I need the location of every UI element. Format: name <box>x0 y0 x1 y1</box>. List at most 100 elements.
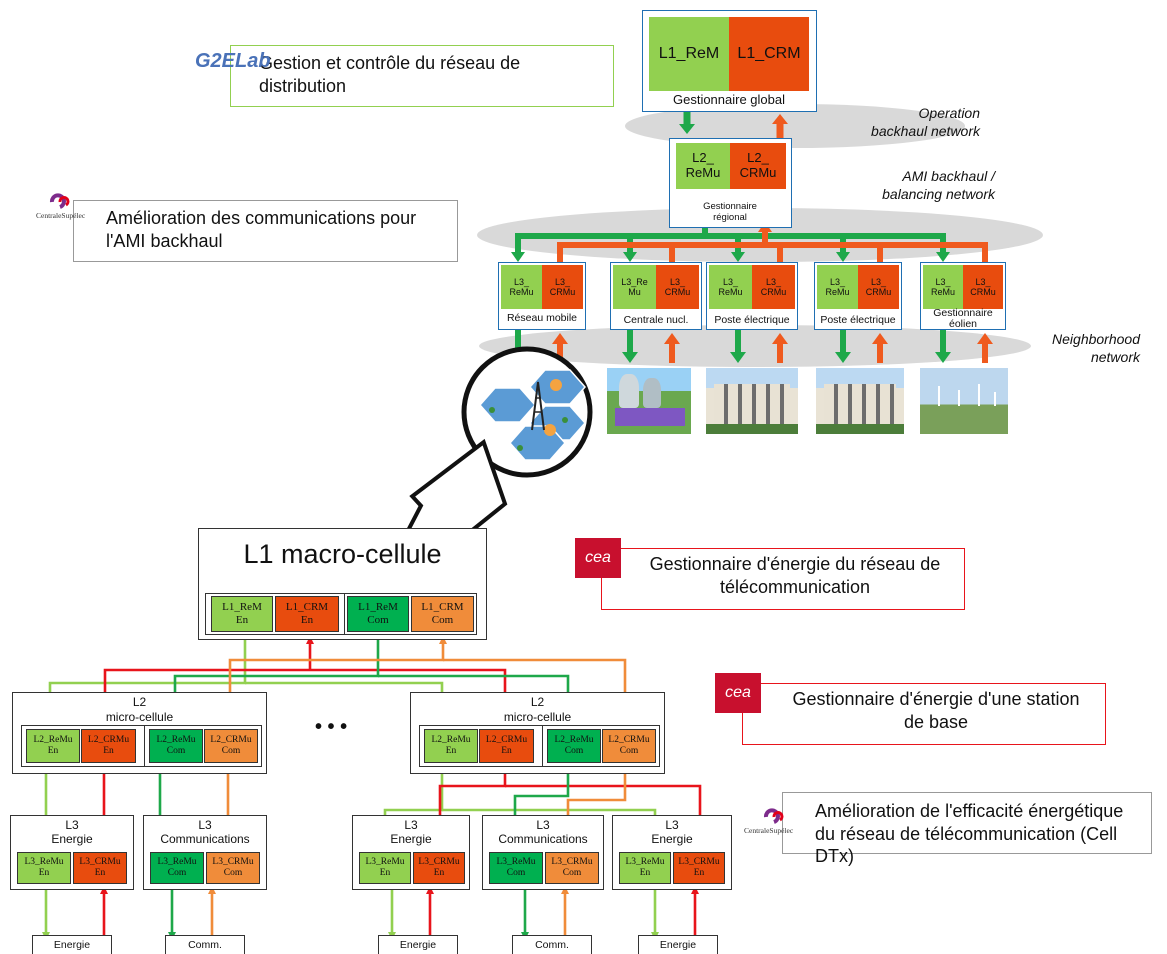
l2-cell-remu-com: L2_ReMu Com <box>149 729 203 763</box>
l3-box-poste-2: L3_ ReMu L3_ CRMu Poste électrique <box>814 262 902 330</box>
note-centrale-ami: Amélioration des communications pour l'A… <box>73 200 458 262</box>
l1-com-group <box>344 593 477 635</box>
global-manager-label: Gestionnaire global <box>672 92 786 107</box>
l3-title: L3 Energie <box>51 818 93 847</box>
regional-cell-crmu: L2_ CRMu <box>730 143 786 189</box>
wind-farm-image <box>920 368 1008 434</box>
leaf-energie-1: Energie <box>32 935 112 954</box>
note-cea-telecom: Gestionnaire d'énergie du réseau de télé… <box>601 548 965 610</box>
regional-cell-remu: L2_ ReMu <box>676 143 730 189</box>
nuclear-plant-image <box>607 368 691 434</box>
l3-label: Centrale nucl. <box>623 314 689 326</box>
l2-com-group <box>542 725 660 767</box>
l3-box-poste-1: L3_ ReMu L3_ CRMu Poste électrique <box>706 262 798 330</box>
l3-box-eolien: L3_ ReMu L3_ CRMu Gestionnaire éolien <box>920 262 1006 330</box>
l2-com-group <box>144 725 262 767</box>
l3-title: L3 Communications <box>160 818 250 847</box>
l3-cell-crmu-en: L3_CRMu En <box>413 852 465 884</box>
l1-cell-rem-en: L1_ReM En <box>211 596 273 632</box>
l3-label: Réseau mobile <box>506 312 578 324</box>
note-centrale-dtx <box>782 792 1152 854</box>
l3-cell-remu: L3_ ReMu <box>501 265 542 309</box>
l3-cell-crmu-en: L3_CRMu En <box>673 852 725 884</box>
l2-cell-remu-en: L2_ReMu En <box>26 729 80 763</box>
ellipsis: • • • <box>315 716 348 738</box>
l3-title: L3 Energie <box>651 818 693 847</box>
l3-cell-remu: L3_ ReMu <box>923 265 963 309</box>
regional-manager-box: L2_ ReMu L2_ CRMu Gestionnaire régional <box>669 138 792 228</box>
l3-cell-crmu: L3_ CRMu <box>963 265 1003 309</box>
l3-energie-box-2: L3 Energie L3_ReMu En L3_CRMu En <box>352 815 470 890</box>
centralesupelec-mark-icon <box>764 808 784 824</box>
operation-network-ellipse <box>625 104 965 148</box>
l3-cell-remu-en: L3_ReMu En <box>619 852 671 884</box>
l3-label: Poste électrique <box>714 314 790 326</box>
l3-box-centrale: L3_Re Mu L3_ CRMu Centrale nucl. <box>610 262 702 330</box>
l3-cell-remu-en: L3_ReMu En <box>359 852 411 884</box>
l2-title: L2 micro-cellule <box>105 695 174 724</box>
l2-cell-remu-com: L2_ReMu Com <box>547 729 601 763</box>
l3-cell-crmu-com: L3_CRMu Com <box>545 852 599 884</box>
l3-box-reseau-mobile: L3_ ReMu L3_ CRMu Réseau mobile <box>498 262 586 330</box>
global-regional-arrows <box>679 112 788 138</box>
l3-cell-crmu: L3_ CRMu <box>542 265 583 309</box>
centralesupelec-mark-icon <box>50 193 70 209</box>
substation-image-2 <box>816 368 904 434</box>
leaf-comm-2: Comm. <box>512 935 592 954</box>
l1-macro-cellule-box: L1 macro-cellule L1_ReM En L1_CRM En L1_… <box>198 528 487 640</box>
l2-micro-cellule-right: L2 micro-cellule L2_ReMu En L2_CRMu En L… <box>410 692 665 774</box>
l3-comm-box-2: L3 Communications L3_ReMu Com L3_CRMu Co… <box>482 815 604 890</box>
l3-cell-crmu: L3_ CRMu <box>858 265 899 309</box>
note-cea-station: Gestionnaire d'énergie d'une station de … <box>742 683 1106 745</box>
note-text: Gestionnaire d'énergie d'une station de … <box>792 689 1080 732</box>
l2-cell-crmu-com: L2_CRMu Com <box>204 729 258 763</box>
l3-cell-remu-com: L3_ReMu Com <box>489 852 543 884</box>
global-manager-box: L1_ReM L1_CRM Gestionnaire global <box>642 10 817 112</box>
leaf-energie-2: Energie <box>378 935 458 954</box>
l2-title: L2 micro-cellule <box>503 695 572 724</box>
l3-cell-crmu-en: L3_CRMu En <box>73 852 127 884</box>
l3-cell-remu: L3_ ReMu <box>709 265 752 309</box>
centralesupelec-logo: CentraleSupélec <box>36 193 106 225</box>
l3-energie-box-3: L3 Energie L3_ReMu En L3_CRMu En <box>612 815 732 890</box>
l3-comm-box-1: L3 Communications L3_ReMu Com L3_CRMu Co… <box>143 815 267 890</box>
l1-cell-rem-com: L1_ReM Com <box>347 596 409 632</box>
l1-cell-crm-en: L1_CRM En <box>275 596 339 632</box>
leaf-energie-3: Energie <box>638 935 718 954</box>
ami-network-label: AMI backhaul / balancing network <box>882 168 995 203</box>
g2elab-logo: G2ELab <box>195 50 271 72</box>
l3-cell-remu: L3_ ReMu <box>817 265 858 309</box>
centralesupelec-logo: CentraleSupélec <box>744 808 814 838</box>
neighborhood-network-ellipse <box>479 325 1031 367</box>
global-cell-crm: L1_CRM <box>729 17 809 91</box>
neighborhood-network-label: Neighborhood network <box>1052 331 1140 366</box>
l3-energie-box-1: L3 Energie L3_ReMu En L3_CRMu En <box>10 815 134 890</box>
l2-micro-cellule-left: L2 micro-cellule L2_ReMu En L2_CRMu En L… <box>12 692 267 774</box>
note-centrale-dtx-text: Amélioration de l'efficacité énergétique… <box>815 801 1124 866</box>
regional-green-heads <box>511 252 950 262</box>
l3-title: L3 Communications <box>498 818 588 847</box>
l3-cell-remu-com: L3_ReMu Com <box>150 852 204 884</box>
l3-title: L3 Energie <box>390 818 432 847</box>
cea-logo: cea <box>715 673 761 713</box>
note-text: Gestion et contrôle du réseau de distrib… <box>259 53 521 96</box>
note-text: Gestionnaire d'énergie du réseau de télé… <box>649 554 941 597</box>
global-cell-rem: L1_ReM <box>649 17 729 91</box>
l3-label: Poste électrique <box>820 314 896 326</box>
l3-cell-crmu: L3_ CRMu <box>656 265 699 309</box>
cellular-hexagons-icon <box>478 369 587 461</box>
l2-cell-remu-en: L2_ReMu En <box>424 729 478 763</box>
l3-cell-remu: L3_Re Mu <box>613 265 656 309</box>
l1-cell-crm-com: L1_CRM Com <box>411 596 474 632</box>
l3-cell-crmu: L3_ CRMu <box>752 265 795 309</box>
operation-network-label: Operation backhaul network <box>871 105 980 140</box>
l2-cell-crmu-en: L2_CRMu En <box>81 729 136 763</box>
cea-logo: cea <box>575 538 621 578</box>
regional-orange-tree <box>557 228 988 262</box>
note-text: Amélioration des communications pour l'A… <box>106 208 417 251</box>
substation-image-1 <box>706 368 798 434</box>
l2-cell-crmu-com: L2_CRMu Com <box>602 729 656 763</box>
l3-cell-crmu-com: L3_CRMu Com <box>206 852 260 884</box>
l2-cell-crmu-en: L2_CRMu En <box>479 729 534 763</box>
